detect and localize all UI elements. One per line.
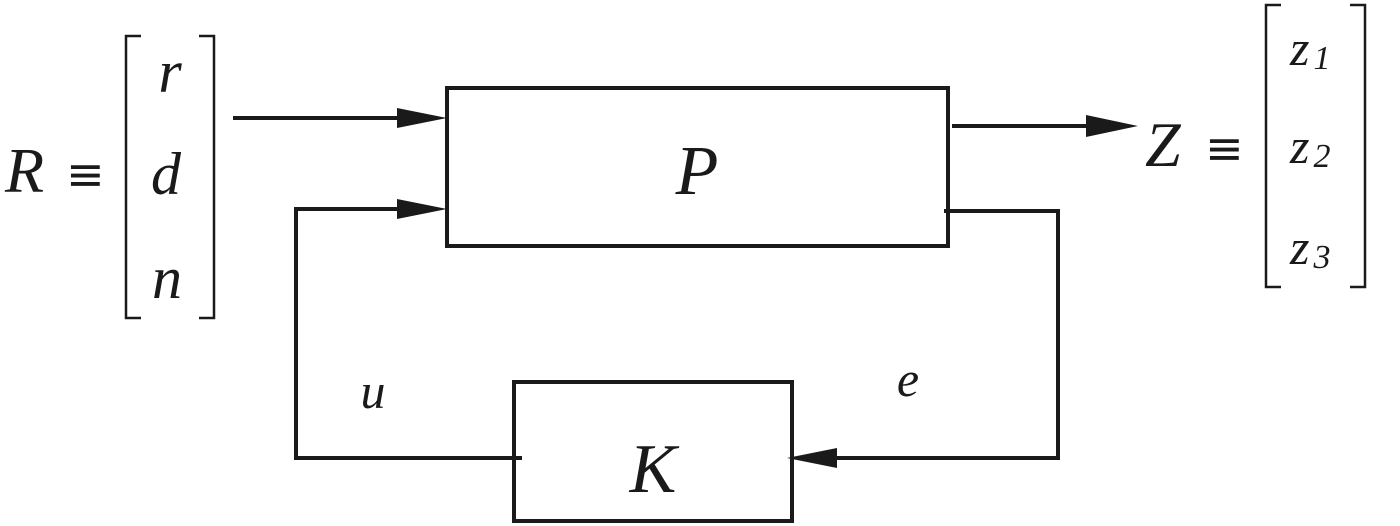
output-vector-name: Z: [1145, 109, 1182, 180]
input-equiv-symbol: ≡: [66, 147, 105, 201]
input-component-n: n: [152, 245, 182, 311]
plant-block: [445, 86, 950, 248]
input-component-r: r: [158, 39, 182, 105]
input-vector-name: R: [4, 135, 44, 206]
output-arrow-head: [1086, 115, 1138, 137]
controller-label: K: [629, 431, 680, 508]
error-signal-label: e: [897, 351, 919, 407]
output-right-bracket: [1350, 3, 1367, 289]
error-signal-line: [835, 209, 1060, 460]
output-equiv-symbol: ≡: [1205, 121, 1244, 175]
controller-block: [512, 380, 794, 523]
output-left-bracket: [1264, 3, 1281, 289]
input-component-d: d: [151, 141, 182, 207]
error-arrow-head: [787, 448, 837, 468]
plant-label: P: [675, 133, 719, 210]
control-signal-line: [294, 207, 522, 460]
input-right-bracket: [199, 34, 216, 320]
input-left-bracket: [124, 34, 141, 320]
control-signal-label: u: [361, 363, 386, 419]
input-vector: R ≡ r d n: [4, 34, 216, 320]
control-arrow-head: [397, 199, 447, 219]
input-arrow-head: [397, 108, 447, 128]
